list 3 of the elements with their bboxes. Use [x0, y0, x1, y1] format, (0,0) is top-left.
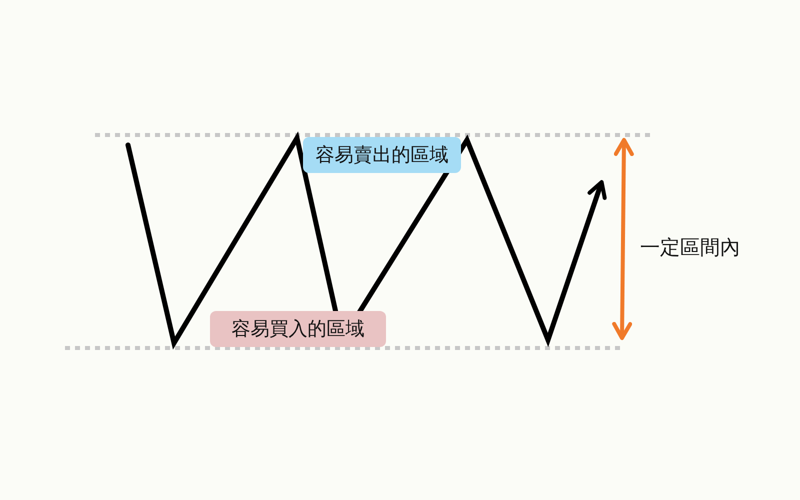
zone-label: 容易買入的區域 — [210, 311, 386, 347]
zone-label: 容易賣出的區域 — [303, 137, 461, 173]
range-label: 一定區間內 — [640, 234, 740, 261]
